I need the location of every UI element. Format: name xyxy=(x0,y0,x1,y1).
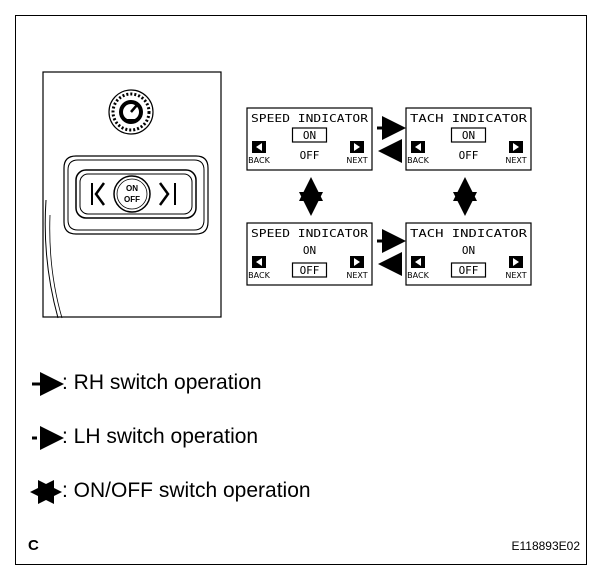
screen-off-label: OFF xyxy=(459,149,479,162)
legend-rh-text: : RH switch operation xyxy=(62,371,262,394)
screen-selection-box xyxy=(450,127,487,143)
screen-selection-box xyxy=(450,262,487,278)
indicator-screen: TACH INDICATOR ON OFF BACK NEXT xyxy=(405,222,532,286)
screen-next-label: NEXT xyxy=(505,271,526,280)
screen-off-label: OFF xyxy=(300,149,320,162)
screen-title: TACH INDICATOR xyxy=(410,227,527,240)
lh-switch-icon xyxy=(91,182,106,206)
legend-onoff-text: : ON/OFF switch operation xyxy=(62,479,311,502)
transition-arrows xyxy=(299,116,477,276)
steering-switch: ON OFF xyxy=(63,155,209,235)
legend-lh: : LH switch operation xyxy=(62,425,258,449)
screen-back-label: BACK xyxy=(407,156,429,165)
screen-title: SPEED INDICATOR xyxy=(251,227,368,240)
screen-next-label: NEXT xyxy=(346,271,367,280)
switch-off-label: OFF xyxy=(124,195,140,204)
dashboard-illustration: ON OFF xyxy=(42,71,222,319)
legend-glyphs xyxy=(30,372,64,504)
diagram-frame xyxy=(15,15,587,565)
screen-back-label: BACK xyxy=(407,271,429,280)
switch-on-label: ON xyxy=(126,184,138,193)
indicator-screen: SPEED INDICATOR ON OFF BACK NEXT xyxy=(246,107,373,171)
screen-selection-box xyxy=(291,127,328,143)
screen-title: TACH INDICATOR xyxy=(410,112,527,125)
rh-switch-icon xyxy=(158,182,176,206)
meter-knob-icon xyxy=(108,89,154,135)
indicator-screen: TACH INDICATOR ON OFF BACK NEXT xyxy=(405,107,532,171)
screen-off-label: OFF xyxy=(459,264,479,277)
legend-rh: : RH switch operation xyxy=(62,371,262,395)
legend-lh-text: : LH switch operation xyxy=(62,425,259,448)
screen-on-label: ON xyxy=(462,129,475,142)
screen-on-label: ON xyxy=(462,244,475,257)
screen-next-label: NEXT xyxy=(505,156,526,165)
legend-onoff: : ON/OFF switch operation xyxy=(62,479,311,503)
indicator-screen: SPEED INDICATOR ON OFF BACK NEXT xyxy=(246,222,373,286)
screen-next-label: NEXT xyxy=(346,156,367,165)
corner-letter: C xyxy=(28,537,39,554)
screen-back-label: BACK xyxy=(248,271,270,280)
figure-id: E118893E02 xyxy=(511,539,580,553)
screen-on-label: ON xyxy=(303,244,316,257)
screen-off-label: OFF xyxy=(300,264,320,277)
screen-on-label: ON xyxy=(303,129,316,142)
onoff-switch-button: ON OFF xyxy=(113,175,151,213)
screen-selection-box xyxy=(291,262,328,278)
screen-back-label: BACK xyxy=(248,156,270,165)
screen-title: SPEED INDICATOR xyxy=(251,112,368,125)
